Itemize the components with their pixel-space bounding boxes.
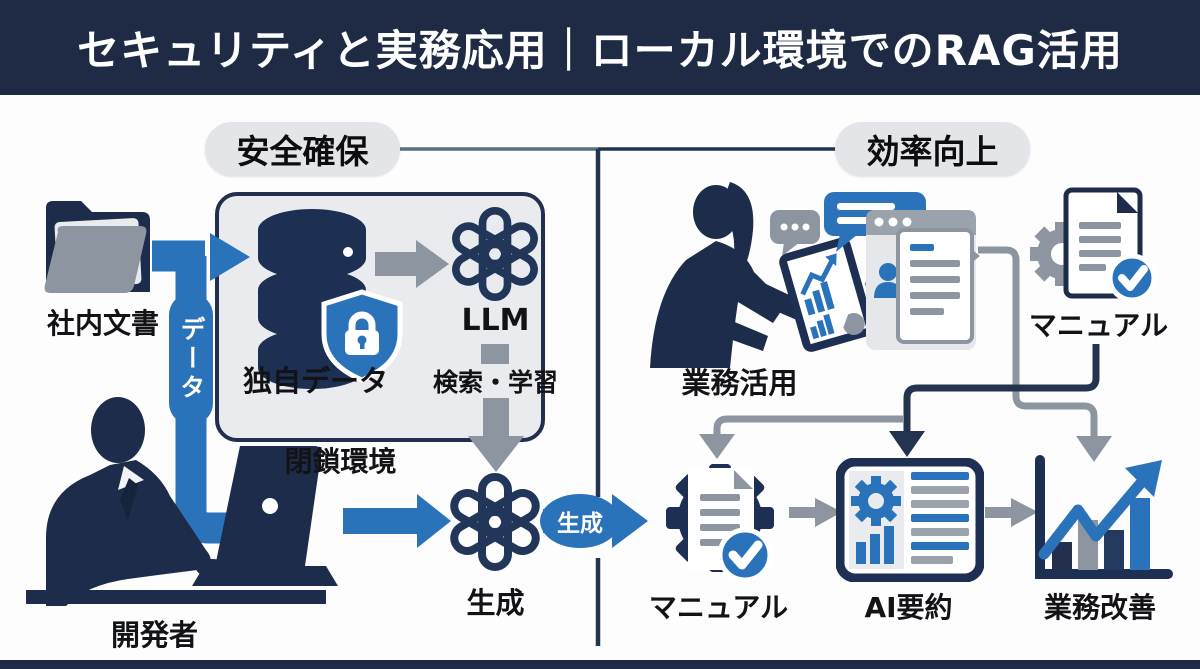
gear-clipboard-check-icon xyxy=(666,464,774,583)
usage-label: 業務活用 xyxy=(681,366,798,400)
growth-chart-icon xyxy=(1035,455,1173,579)
person-icon xyxy=(879,263,897,281)
generate-ribbon-head xyxy=(612,494,648,548)
manual-bottom-label: マニュアル xyxy=(648,591,789,624)
developer-silhouette-icon xyxy=(26,397,338,606)
section-pill-efficiency: 効率向上 xyxy=(835,122,1030,176)
section-pill-safety: 安全確保 xyxy=(205,122,400,176)
browser-card-icon xyxy=(866,210,980,350)
manual-top-label: マニュアル xyxy=(1028,309,1169,342)
shield-lock-icon xyxy=(321,289,403,383)
database-label: 独自データ xyxy=(242,364,388,398)
db-to-llm-arrow xyxy=(375,252,417,276)
gear-document-check-icon xyxy=(1030,187,1157,303)
developer-label: 開発者 xyxy=(110,618,198,652)
generate-ribbon-capsule xyxy=(540,494,620,548)
generate-arrow-label: 生成 xyxy=(557,511,603,537)
title-banner: セキュリティと実務応用｜ローカル環境でのRAG活用 xyxy=(0,0,1200,95)
bottom-strip xyxy=(0,660,1200,669)
branch-to-manual-line xyxy=(713,415,903,436)
data-pipe-arrowhead xyxy=(210,233,250,281)
data-pipe-label: データ xyxy=(169,293,213,425)
laptop-to-generate-arrow xyxy=(343,508,419,534)
document-icon xyxy=(896,228,974,344)
ai-summary-tablet-icon xyxy=(836,458,984,582)
openai-generate-icon xyxy=(450,473,540,571)
data-pipe xyxy=(152,240,238,544)
closed-env-label: 閉鎖環境 xyxy=(284,445,397,478)
ai-summary-label: AI要約 xyxy=(864,591,953,624)
card-to-improvement-line xyxy=(978,246,1098,438)
generate-node-label: 生成 xyxy=(466,586,525,620)
chat-dots-bubble-icon xyxy=(770,210,820,256)
manual-to-aisummary-line xyxy=(903,344,1100,433)
safety-section-label: 安全確保 xyxy=(236,132,369,171)
efficiency-section-label: 効率向上 xyxy=(866,132,999,171)
search-learn-label: 検索・学習 xyxy=(432,368,558,397)
businesswoman-silhouette-icon xyxy=(650,182,875,368)
llm-flow-segment xyxy=(481,344,509,364)
summary-to-improvement-arrow xyxy=(985,507,1013,518)
openai-llm-icon xyxy=(452,206,538,302)
llm-label: LLM xyxy=(461,303,530,338)
tablet-icon xyxy=(779,237,875,352)
folder-label: 社内文書 xyxy=(46,307,159,340)
search-down-arrow xyxy=(483,398,509,438)
folder-icon xyxy=(44,201,150,293)
manual-to-summary-arrow xyxy=(789,507,817,518)
page-title: セキュリティと実務応用｜ローカル環境でのRAG活用 xyxy=(77,26,1123,75)
improvement-label: 業務改善 xyxy=(1043,591,1156,624)
